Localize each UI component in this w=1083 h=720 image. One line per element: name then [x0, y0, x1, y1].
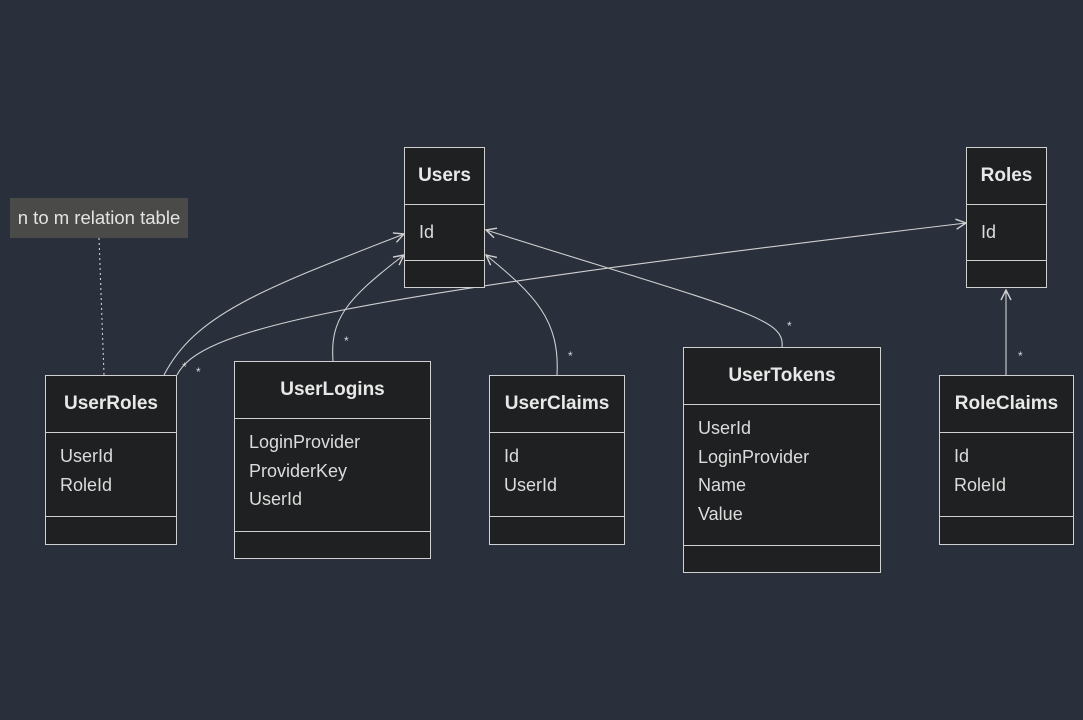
multiplicity-userroles-roles: *	[196, 365, 201, 379]
note-connector	[98, 237, 105, 376]
attribute: Id	[419, 222, 435, 242]
attribute: ProviderKey	[249, 460, 348, 481]
multiplicity-userclaims-users: *	[568, 349, 573, 363]
attribute: LoginProvider	[249, 432, 361, 452]
attribute: Name	[698, 475, 747, 495]
multiplicity-roleclaims-roles: *	[1018, 349, 1023, 363]
class-attributes: Id RoleId	[940, 433, 1073, 517]
class-title: RoleClaims	[940, 376, 1073, 433]
class-attributes: Id UserId	[490, 433, 624, 517]
attribute: UserId	[504, 474, 558, 495]
multiplicity-userroles-users: *	[182, 360, 187, 374]
class-title: UserTokens	[684, 348, 880, 405]
class-attributes: UserId LoginProvider Name Value	[684, 405, 880, 546]
class-users[interactable]: Users Id	[404, 147, 485, 288]
class-title: UserRoles	[46, 376, 176, 433]
attribute: Id	[504, 446, 520, 466]
edge-usertokens-users	[486, 230, 783, 348]
class-roleclaims[interactable]: RoleClaims Id RoleId	[939, 375, 1074, 545]
class-userclaims[interactable]: UserClaims Id UserId	[489, 375, 625, 545]
class-userroles[interactable]: UserRoles UserId RoleId	[45, 375, 177, 545]
attribute: Id	[954, 446, 970, 466]
class-userlogins[interactable]: UserLogins LoginProvider ProviderKey Use…	[234, 361, 431, 559]
class-usertokens[interactable]: UserTokens UserId LoginProvider Name Val…	[683, 347, 881, 573]
edge-userclaims-users	[486, 255, 558, 376]
class-title: UserLogins	[235, 362, 430, 419]
edge-userroles-roles	[176, 223, 966, 376]
note-n-to-m: n to m relation table	[10, 198, 188, 238]
attribute: UserId	[60, 446, 114, 466]
attribute: RoleId	[60, 474, 113, 495]
attribute: UserId	[698, 418, 752, 438]
class-roles[interactable]: Roles Id	[966, 147, 1047, 288]
class-attributes: UserId RoleId	[46, 433, 176, 517]
class-attributes: Id	[967, 205, 1046, 261]
edge-userlogins-users	[332, 255, 404, 362]
attribute: Value	[698, 503, 743, 524]
attribute: LoginProvider	[698, 446, 810, 467]
attribute: RoleId	[954, 474, 1007, 495]
class-attributes: Id	[405, 205, 484, 261]
class-title: UserClaims	[490, 376, 624, 433]
class-title: Roles	[967, 148, 1046, 205]
class-title: Users	[405, 148, 484, 205]
edge-userroles-users	[163, 234, 404, 376]
multiplicity-usertokens-users: *	[787, 319, 792, 333]
class-attributes: LoginProvider ProviderKey UserId	[235, 419, 430, 532]
attribute: Id	[981, 222, 997, 242]
attribute: UserId	[249, 489, 303, 509]
multiplicity-userlogins-users: *	[344, 334, 349, 348]
